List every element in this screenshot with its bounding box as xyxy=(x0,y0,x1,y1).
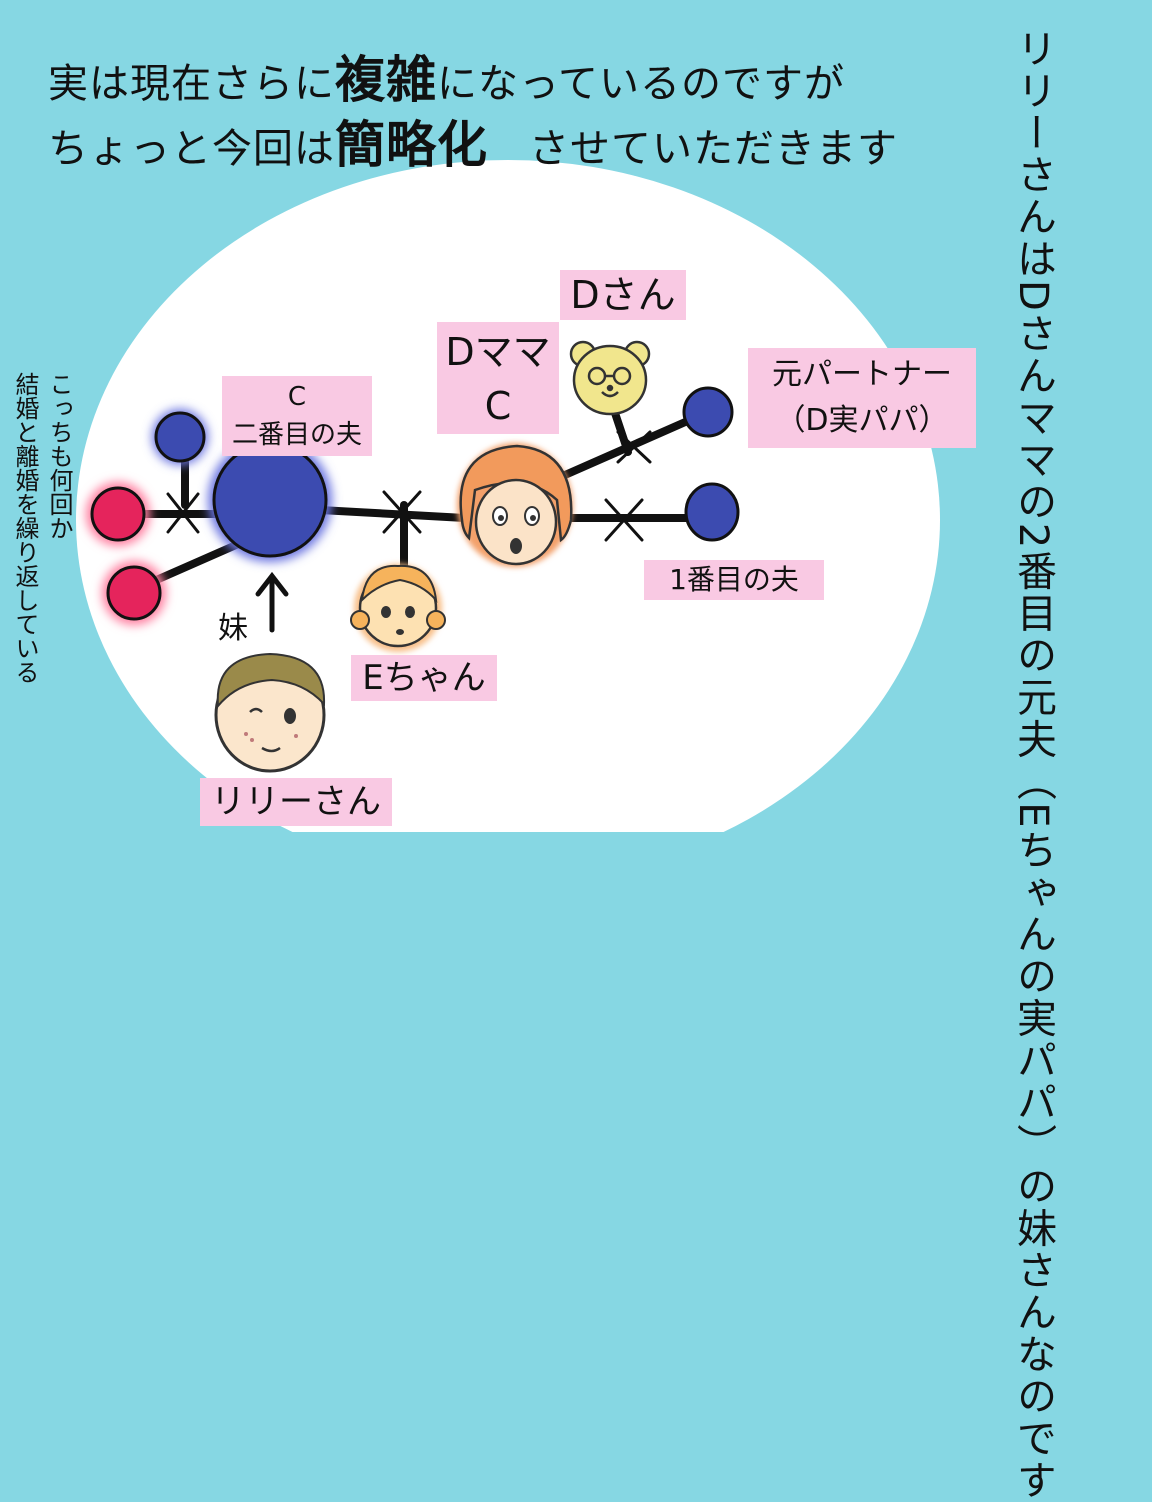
label-first-husband: 1番目の夫 xyxy=(644,560,824,600)
label-c-line-1: C xyxy=(222,378,372,416)
side-note-right: リリーさんはDさんママの2番目の元夫（Eちゃんの実パパ）の妹さんなのです xyxy=(1008,28,1058,1502)
label-c-second-husband: C 二番目の夫 xyxy=(222,376,372,456)
label-former-partner: 元パートナー （D実パパ） xyxy=(748,348,976,448)
label-e-chan: Eちゃん xyxy=(351,655,497,701)
label-dmama-line-1: Dママ xyxy=(437,325,559,379)
node-husband1 xyxy=(686,484,738,540)
label-d-san: Dさん xyxy=(560,270,686,320)
lily-face xyxy=(216,654,324,771)
node-pink-bottom xyxy=(108,567,160,619)
side-note-left: こっちも何回か結婚と離婚を繰り返している xyxy=(8,372,76,684)
label-sister: 妹 xyxy=(218,603,248,647)
headline-line-1: 実は現在さらに複雑になっているのですが xyxy=(48,40,845,112)
label-partner-line-2: （D実パパ） xyxy=(748,398,976,444)
dmama-face xyxy=(457,443,573,567)
manga-panel: 実は現在さらに複雑になっているのですが ちょっと今回は簡略化 させていただきます… xyxy=(0,0,1152,832)
node-partner xyxy=(684,388,732,436)
label-partner-line-1: 元パートナー xyxy=(748,352,976,398)
label-lily-san: リリーさん xyxy=(200,778,392,826)
label-c-line-2: 二番目の夫 xyxy=(222,416,372,454)
node-left-top xyxy=(156,413,204,461)
dsan-bear-face xyxy=(571,342,649,414)
node-c xyxy=(214,444,326,556)
label-dmama-line-2: C xyxy=(437,379,559,433)
node-pink-top xyxy=(92,488,144,540)
label-d-mama: Dママ C xyxy=(437,322,559,434)
headline-line-2: ちょっと今回は簡略化 させていただきます xyxy=(48,105,898,177)
